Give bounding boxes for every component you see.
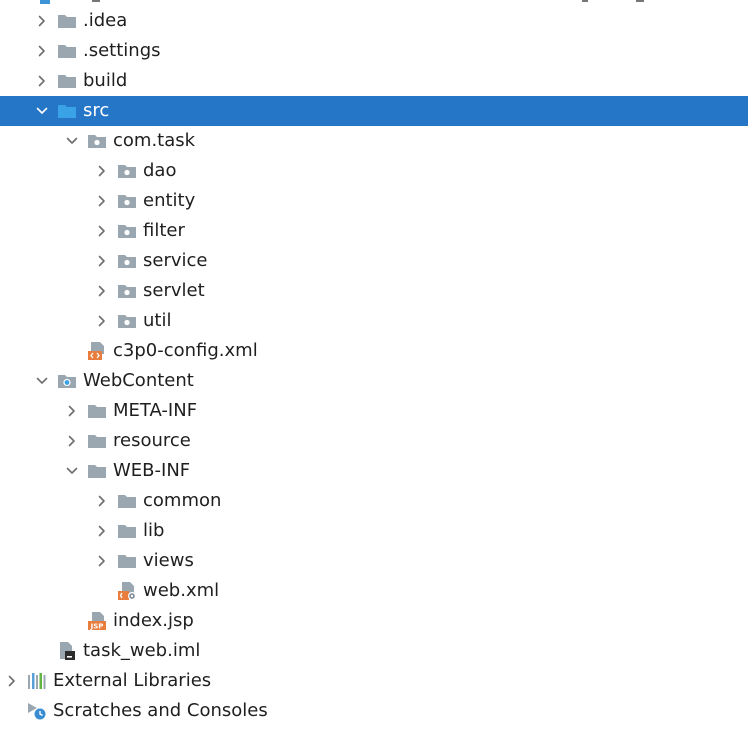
tree-item-label: entity: [143, 190, 196, 211]
folder-icon: [87, 432, 107, 450]
tree-item-build[interactable]: build: [0, 66, 748, 96]
tree-item-label: Scratches and Consoles: [53, 700, 268, 721]
tree-item-label: .idea: [83, 10, 128, 31]
tree-item-label: WebContent: [83, 370, 194, 391]
tree-item-label: filter: [143, 220, 185, 241]
web-xml-icon: [117, 582, 137, 600]
tree-item-external-libraries[interactable]: External Libraries: [0, 666, 748, 696]
tree-item-meta-inf[interactable]: META-INF: [0, 396, 748, 426]
clipped-text: [636, 0, 644, 2]
libraries-icon: [27, 672, 47, 690]
chevron-down-icon[interactable]: [34, 366, 50, 396]
tree-item-idea[interactable]: .idea: [0, 6, 748, 36]
chevron-right-icon[interactable]: [64, 426, 80, 456]
jsp-file-icon: JSP: [87, 612, 107, 630]
tree-item-label: src: [83, 100, 110, 121]
iml-file-icon: [57, 642, 77, 660]
svg-text:JSP: JSP: [90, 623, 104, 631]
tree-item-index-jsp[interactable]: JSP index.jsp: [0, 606, 748, 636]
chevron-right-icon[interactable]: [94, 516, 110, 546]
chevron-right-icon[interactable]: [94, 276, 110, 306]
chevron-right-icon[interactable]: [94, 186, 110, 216]
folder-icon: [57, 72, 77, 90]
tree-item-label: META-INF: [113, 400, 198, 421]
chevron-right-icon[interactable]: [34, 36, 50, 66]
clipped-text: [92, 0, 100, 2]
tree-item-task-web-iml[interactable]: task_web.iml: [0, 636, 748, 666]
package-icon: [117, 222, 137, 240]
chevron-right-icon[interactable]: [34, 66, 50, 96]
tree-item-label: lib: [143, 520, 165, 541]
tree-item-util[interactable]: util: [0, 306, 748, 336]
tree-item-web-inf[interactable]: WEB-INF: [0, 456, 748, 486]
package-icon: [117, 192, 137, 210]
chevron-right-icon[interactable]: [94, 246, 110, 276]
tree-item-views[interactable]: views: [0, 546, 748, 576]
folder-icon: [87, 462, 107, 480]
chevron-right-icon[interactable]: [94, 546, 110, 576]
chevron-down-icon[interactable]: [34, 96, 50, 126]
tree-item-label: .settings: [83, 40, 161, 61]
tree-item-web-xml[interactable]: web.xml: [0, 576, 748, 606]
tree-item-entity[interactable]: entity: [0, 186, 748, 216]
package-icon: [117, 282, 137, 300]
tree-item-label: dao: [143, 160, 177, 181]
tree-item-label: c3p0-config.xml: [113, 340, 258, 361]
tree-item-scratches-and-consoles[interactable]: Scratches and Consoles: [0, 696, 748, 726]
tree-item-label: web.xml: [143, 580, 220, 601]
tree-item-service[interactable]: service: [0, 246, 748, 276]
tree-item-label: service: [143, 250, 208, 271]
xml-file-icon: [87, 342, 107, 360]
tree-item-filter[interactable]: filter: [0, 216, 748, 246]
chevron-right-icon[interactable]: [94, 156, 110, 186]
package-icon: [117, 312, 137, 330]
chevron-right-icon[interactable]: [94, 486, 110, 516]
tree-item-src[interactable]: src: [0, 96, 748, 126]
tree-item-label: servlet: [143, 280, 205, 301]
tree-item-lib[interactable]: lib: [0, 516, 748, 546]
tree-item-settings[interactable]: .settings: [0, 36, 748, 66]
tree-item-webcontent[interactable]: WebContent: [0, 366, 748, 396]
tree-item-label: common: [143, 490, 222, 511]
tree-item-label: util: [143, 310, 172, 331]
source-folder-icon: [57, 102, 77, 120]
folder-icon: [117, 522, 137, 540]
tree-item-dao[interactable]: dao: [0, 156, 748, 186]
folder-icon: [57, 42, 77, 60]
tree-item-servlet[interactable]: servlet: [0, 276, 748, 306]
folder-icon: [117, 552, 137, 570]
tree-item-label: views: [143, 550, 194, 571]
folder-icon: [57, 12, 77, 30]
scratches-icon: [27, 702, 47, 720]
package-icon: [87, 132, 107, 150]
tree-item-label: task_web.iml: [83, 640, 201, 661]
chevron-right-icon[interactable]: [94, 216, 110, 246]
tree-item-common[interactable]: common: [0, 486, 748, 516]
tree-item-label: resource: [113, 430, 191, 451]
web-folder-icon: [57, 372, 77, 390]
package-icon: [117, 252, 137, 270]
folder-icon: [87, 402, 107, 420]
chevron-down-icon[interactable]: [64, 126, 80, 156]
tree-item-com-task[interactable]: com.task: [0, 126, 748, 156]
clipped-text: [582, 0, 588, 2]
tree-item-label: com.task: [113, 130, 196, 151]
tree-item-label: External Libraries: [53, 670, 212, 691]
tree-item-label: WEB-INF: [113, 460, 191, 481]
top-clipped-row: [0, 0, 748, 6]
chevron-right-icon[interactable]: [4, 666, 20, 696]
chevron-right-icon[interactable]: [34, 6, 50, 36]
tree-item-c3p0-config-xml[interactable]: c3p0-config.xml: [0, 336, 748, 366]
clipped-icon: [40, 0, 50, 4]
tree-item-label: index.jsp: [113, 610, 194, 631]
tree-item-label: build: [83, 70, 128, 91]
chevron-right-icon[interactable]: [64, 396, 80, 426]
chevron-down-icon[interactable]: [64, 456, 80, 486]
chevron-right-icon[interactable]: [94, 306, 110, 336]
package-icon: [117, 162, 137, 180]
tree-item-resource[interactable]: resource: [0, 426, 748, 456]
folder-icon: [117, 492, 137, 510]
